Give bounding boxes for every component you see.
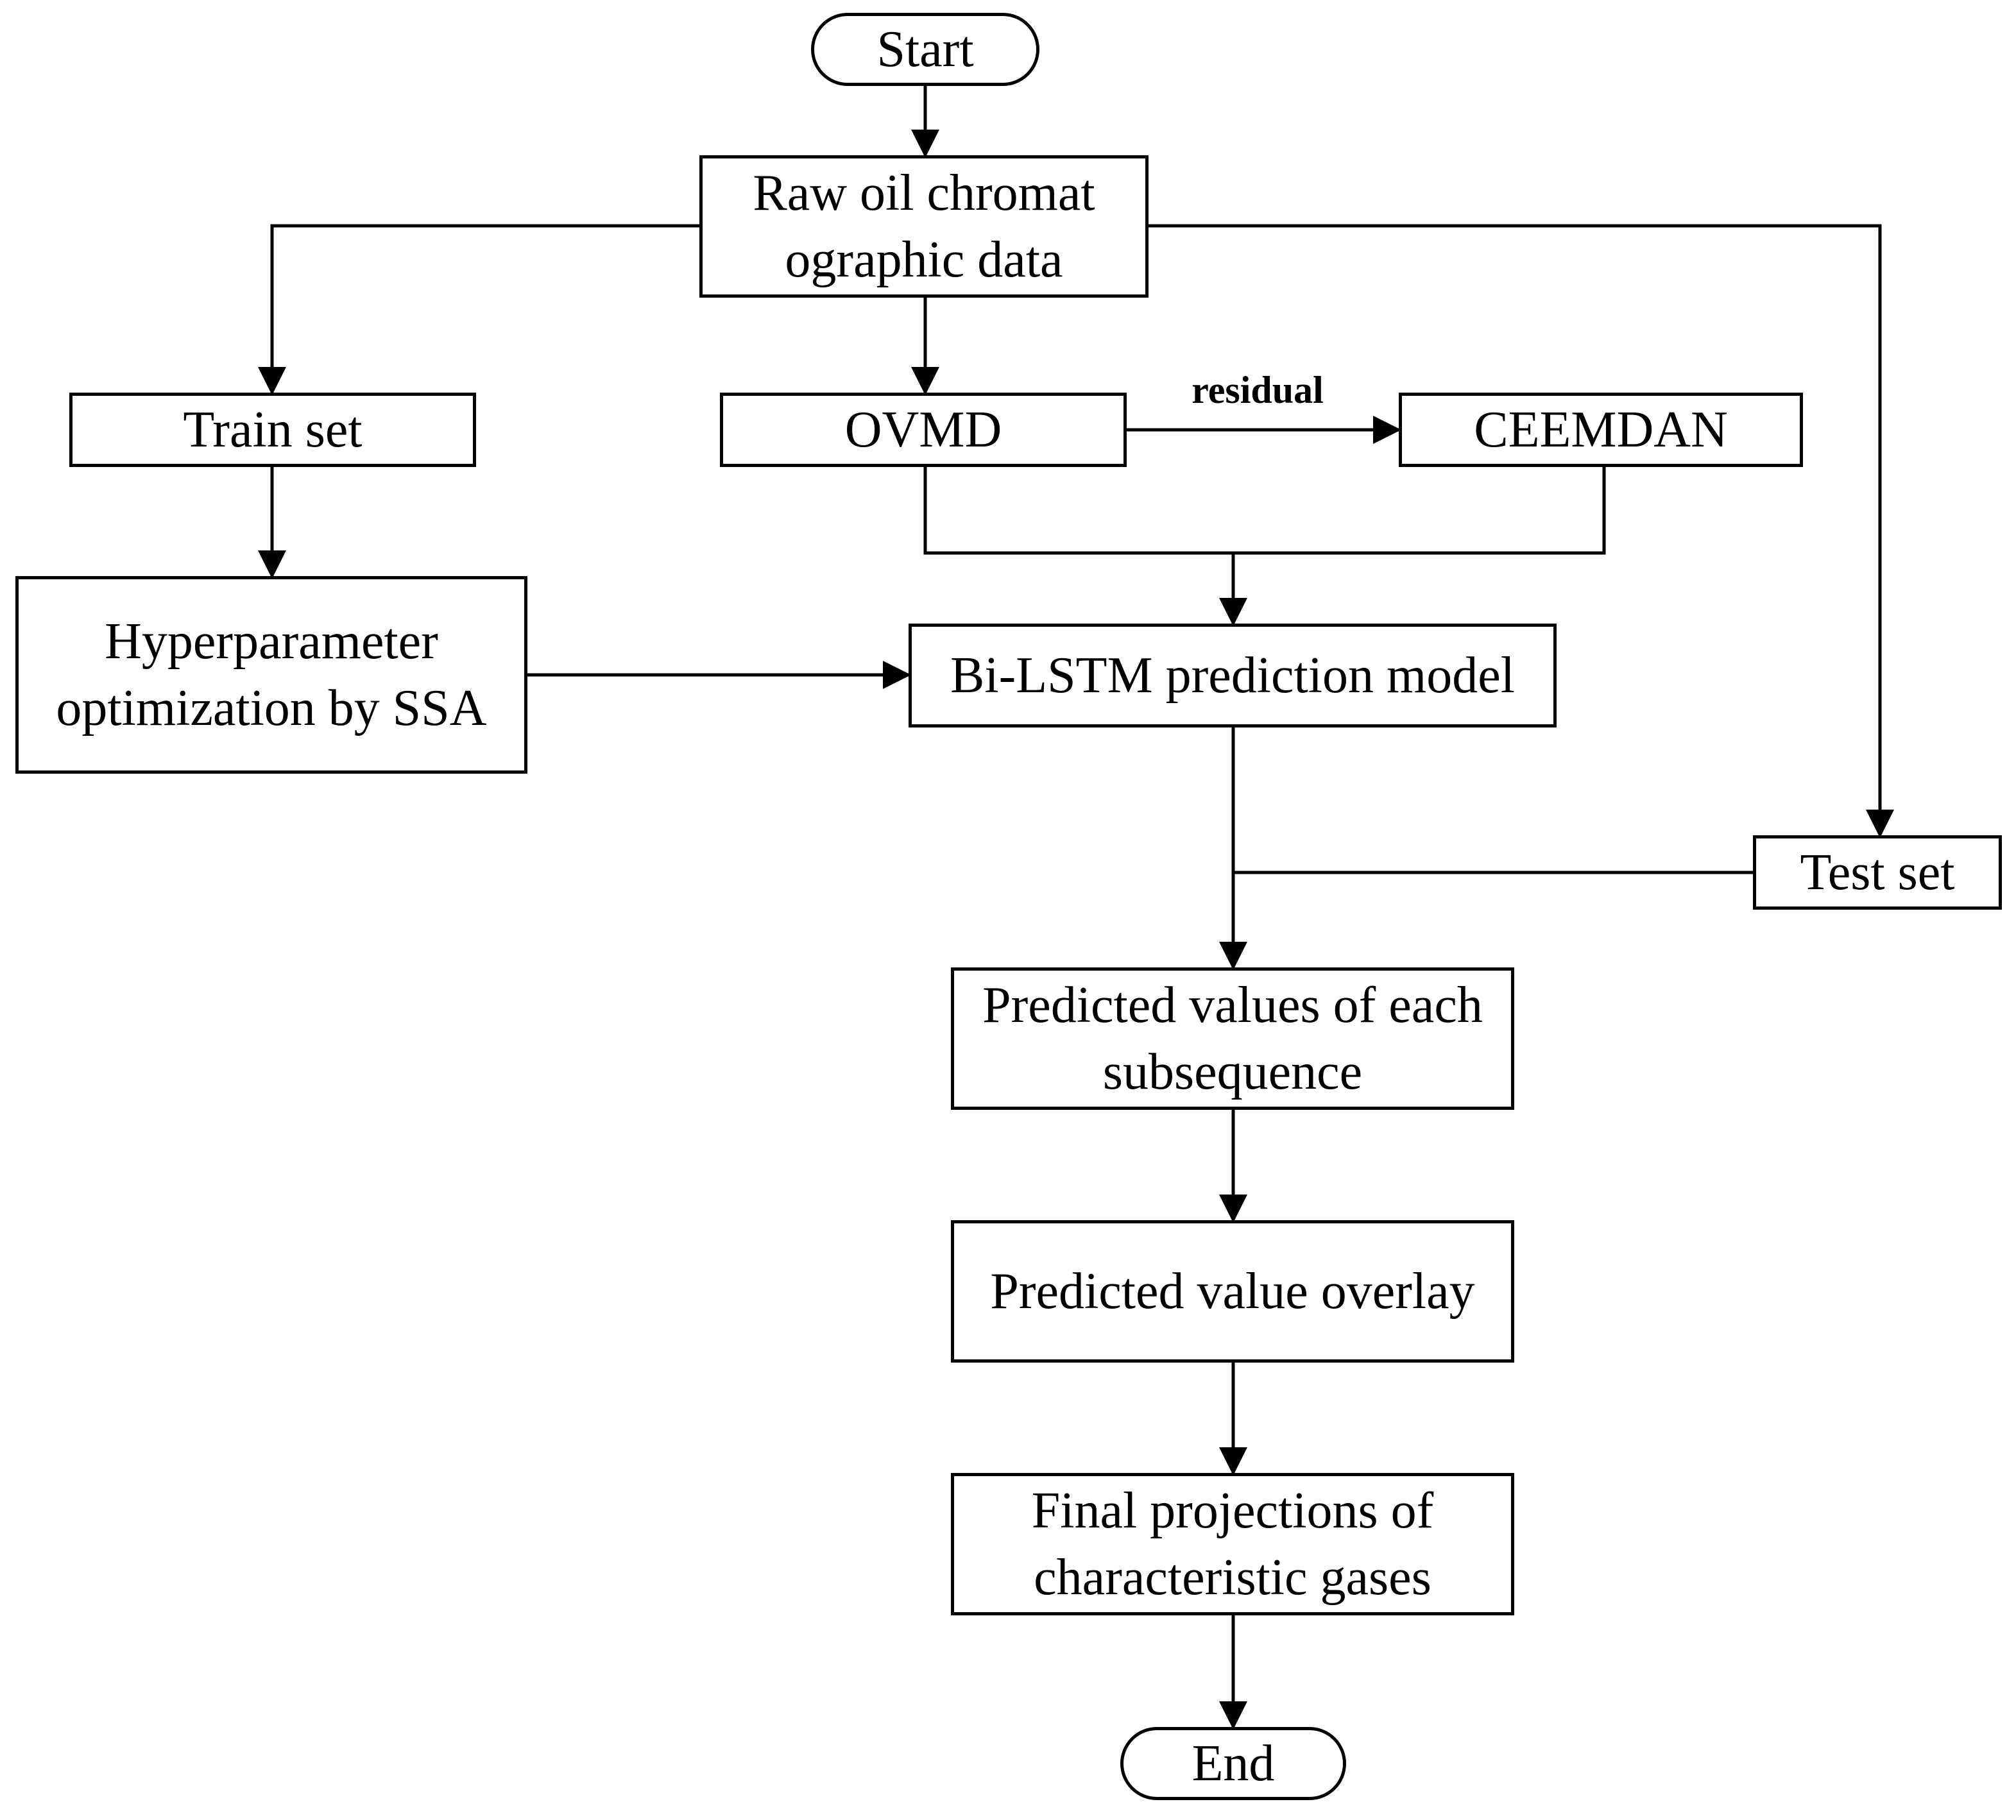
raw-data-label: Raw oil chromat ographic data: [753, 165, 1095, 288]
edge-raw-to-test: [1149, 224, 1894, 838]
final-node: Final projections of characteristic gase…: [951, 1473, 1514, 1615]
start-node: Start: [811, 13, 1039, 86]
test-set-label: Test set: [1800, 844, 1955, 901]
predicted-each-label: Predicted values of each subsequence: [982, 977, 1483, 1100]
ceemdan-node: CEEMDAN: [1399, 393, 1803, 467]
ovmd-node: OVMD: [720, 393, 1127, 467]
test-set-node: Test set: [1753, 835, 2002, 910]
overlay-node: Predicted value overlay: [951, 1220, 1514, 1363]
train-set-node: Train set: [69, 393, 476, 467]
ovmd-label: OVMD: [844, 402, 1002, 458]
edge-raw-to-train: [258, 224, 699, 395]
overlay-label: Predicted value overlay: [990, 1263, 1475, 1320]
end-label: End: [1192, 1735, 1275, 1792]
residual-label: residual: [1192, 369, 1324, 411]
final-label: Final projections of characteristic gase…: [1031, 1483, 1434, 1606]
hyperparameter-node: Hyperparameter optimization by SSA: [15, 576, 527, 774]
predicted-each-node: Predicted values of each subsequence: [951, 967, 1514, 1110]
hyperparameter-label: Hyperparameter optimization by SSA: [56, 613, 487, 736]
end-node: End: [1120, 1727, 1346, 1800]
train-set-label: Train set: [183, 402, 363, 458]
start-label: Start: [876, 21, 974, 78]
ceemdan-label: CEEMDAN: [1474, 402, 1728, 458]
bilstm-label: Bi-LSTM prediction model: [950, 647, 1515, 704]
raw-data-node: Raw oil chromat ographic data: [699, 155, 1149, 298]
edge-ovmd-merge: [923, 467, 1606, 555]
bilstm-node: Bi-LSTM prediction model: [909, 624, 1557, 727]
